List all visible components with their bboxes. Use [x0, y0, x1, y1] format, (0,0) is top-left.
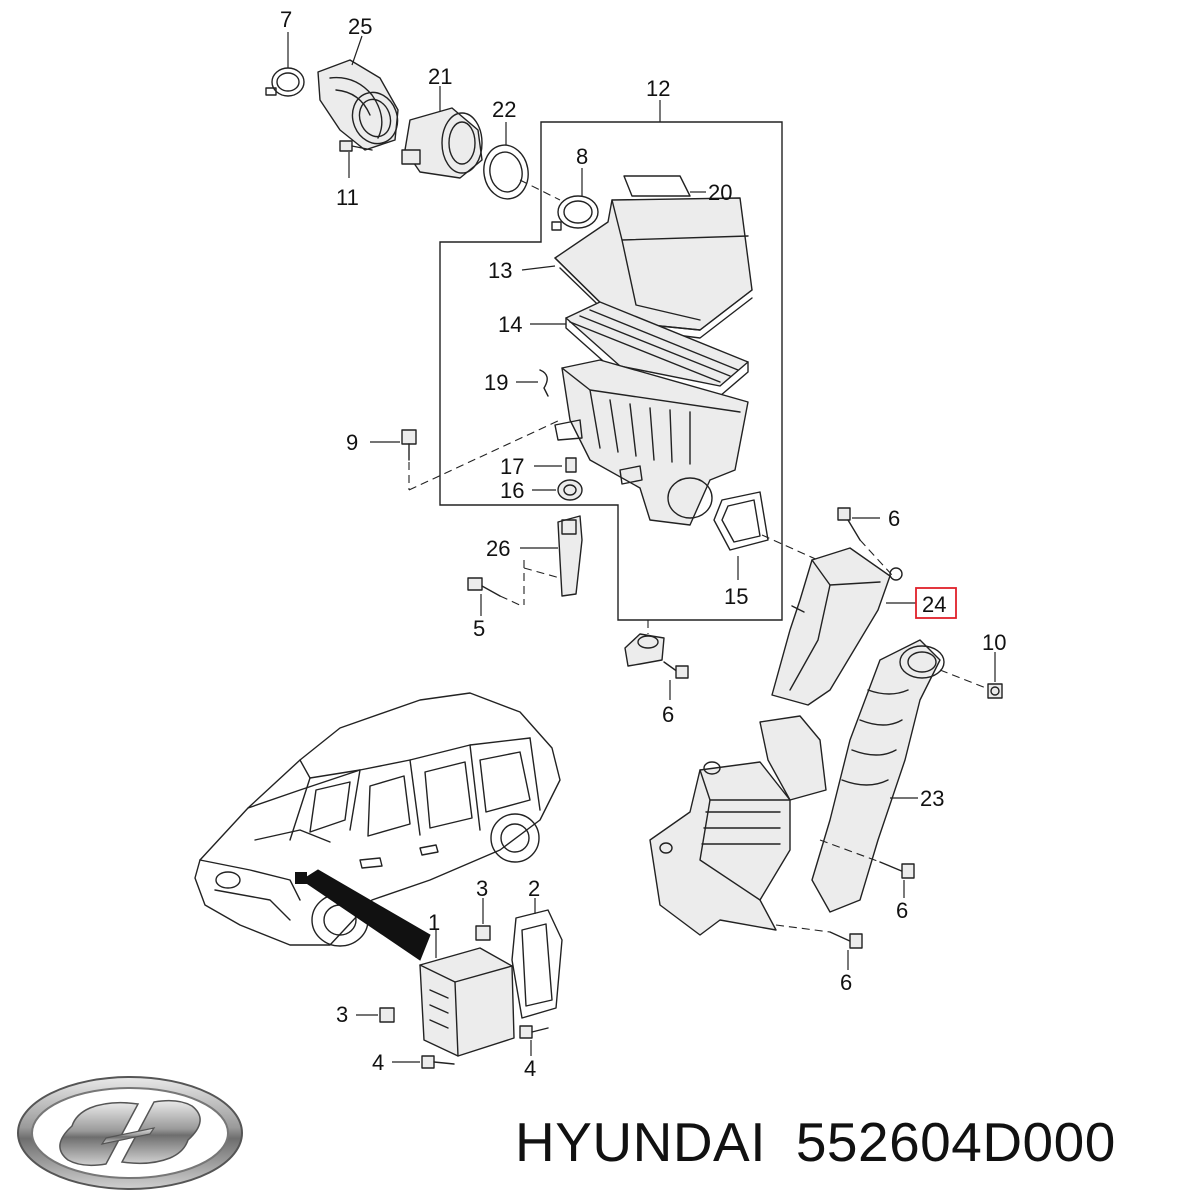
callout-5: 5 — [473, 616, 485, 641]
bolt-11 — [339, 140, 373, 152]
callout-16: 16 — [500, 478, 524, 503]
hyundai-logo-icon — [17, 1076, 243, 1190]
bolt-6-bottom — [663, 661, 689, 679]
clamp-7 — [265, 67, 305, 97]
callout-2: 2 — [528, 876, 540, 901]
callout-26: 26 — [486, 536, 510, 561]
label-20 — [623, 175, 691, 197]
nut-3-upper — [475, 925, 491, 941]
callout-8: 8 — [576, 144, 588, 169]
clip-19 — [539, 369, 549, 397]
brand-part-caption: HYUNDAI 552604D000 — [515, 1110, 1195, 1180]
callout-9: 9 — [346, 430, 358, 455]
bolt-10 — [987, 683, 1003, 699]
clamp-8 — [551, 195, 599, 231]
intake-hose-25 — [317, 59, 399, 151]
grommet-16 — [557, 479, 583, 501]
callout-15: 15 — [724, 584, 748, 609]
callout-20: 20 — [708, 180, 732, 205]
callout-6-upper: 6 — [888, 506, 900, 531]
callout-10: 10 — [982, 630, 1006, 655]
callout-22: 22 — [492, 97, 516, 122]
callout-13: 13 — [488, 258, 512, 283]
bolt-4-right — [519, 1025, 549, 1039]
intake-duct-23 — [811, 639, 945, 913]
ecu-location-marker — [295, 872, 307, 884]
bolt-6-right — [879, 861, 915, 879]
vehicle-illustration — [194, 692, 561, 947]
gasket-22 — [483, 144, 529, 200]
callout-3-upper: 3 — [476, 876, 488, 901]
nut-3-lower — [379, 1007, 395, 1023]
callout-14: 14 — [498, 312, 522, 337]
air-cleaner-body — [554, 359, 749, 526]
bracket-26 — [557, 515, 583, 597]
callout-4-right: 4 — [524, 1056, 536, 1081]
highlight-box-24 — [915, 587, 957, 619]
air-duct-24 — [771, 547, 903, 706]
gasket-15 — [713, 491, 769, 551]
brand-name: HYUNDAI — [515, 1111, 767, 1173]
callout-11: 11 — [336, 185, 359, 210]
bushing-17 — [565, 457, 577, 473]
assembly-frame — [439, 121, 783, 621]
callout-25: 25 — [348, 14, 372, 39]
callout-12: 12 — [646, 76, 670, 101]
callout-7: 7 — [280, 7, 292, 32]
bolt-9 — [401, 429, 417, 461]
bolt-4-left — [421, 1055, 455, 1069]
callout-6-right: 6 — [896, 898, 908, 923]
callout-21: 21 — [428, 64, 452, 89]
ecu-bracket-2 — [511, 909, 563, 1019]
callout-6-bottom: 6 — [662, 702, 674, 727]
mount-bracket — [624, 633, 665, 667]
callout-4-left: 4 — [372, 1050, 384, 1075]
callout-1: 1 — [428, 910, 440, 935]
maf-sensor-21 — [401, 107, 483, 179]
resonator-housing — [649, 715, 827, 936]
callout-23: 23 — [920, 786, 944, 811]
ecu-location-pointer — [301, 869, 431, 961]
callout-3-lower: 3 — [336, 1002, 348, 1027]
callout-17: 17 — [500, 454, 524, 479]
callout-24: 24 — [922, 592, 946, 617]
callout-19: 19 — [484, 370, 508, 395]
part-number: 552604D000 — [795, 1111, 1116, 1173]
bolt-6-upper — [837, 507, 861, 541]
bolt-5 — [467, 577, 501, 597]
ecu-1 — [419, 947, 515, 1057]
bolt-6-lower — [829, 931, 863, 949]
callout-6-lower: 6 — [840, 970, 852, 995]
